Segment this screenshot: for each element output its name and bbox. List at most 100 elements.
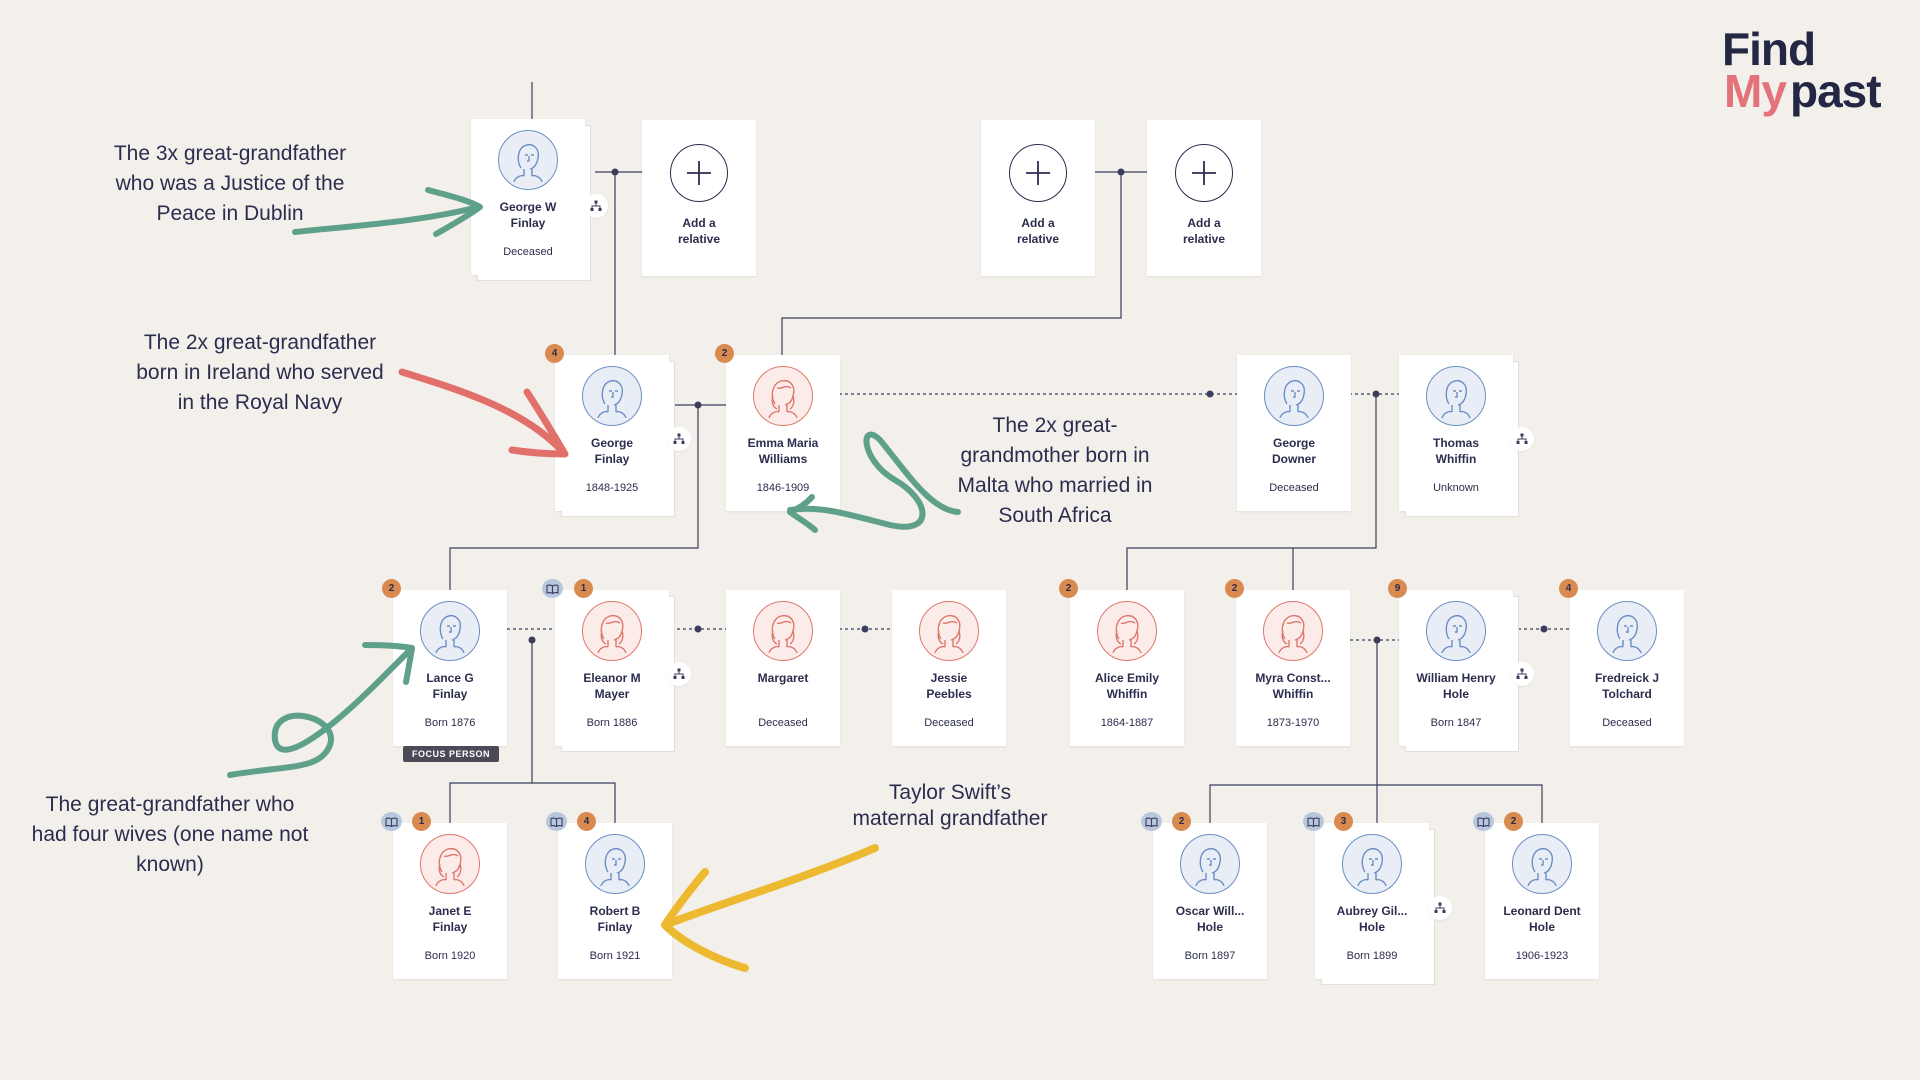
- book-icon[interactable]: [381, 812, 402, 831]
- annotation-malta: The 2x great- grandmother born in Malta …: [957, 414, 1153, 527]
- male-avatar-icon: [585, 834, 645, 894]
- person-dates: Deceased: [924, 717, 974, 729]
- record-count-badge[interactable]: 1: [574, 579, 593, 598]
- plus-icon: [670, 144, 728, 202]
- family-tree-icon[interactable]: [584, 194, 608, 218]
- person-dates: 1848-1925: [585, 482, 639, 494]
- record-count-badge[interactable]: 4: [577, 812, 596, 831]
- person-name: Eleanor M Mayer: [583, 671, 641, 701]
- record-count-badge[interactable]: 2: [715, 344, 734, 363]
- person-dates: Born 1886: [586, 717, 638, 729]
- record-count-badge[interactable]: 2: [382, 579, 401, 598]
- person-dates: Born 1897: [1184, 950, 1236, 962]
- person-dates: Born 1921: [589, 950, 641, 962]
- person-name: Aubrey Gil... Hole: [1336, 904, 1408, 934]
- book-icon[interactable]: [1141, 812, 1162, 831]
- record-count-badge[interactable]: 2: [1504, 812, 1523, 831]
- person-dates: Deceased: [758, 717, 808, 729]
- person-dates: Unknown: [1433, 482, 1479, 494]
- person-name: Emma Maria Williams: [747, 436, 819, 466]
- person-card-leonard-hole[interactable]: Leonard Dent Hole 1906-1923: [1485, 823, 1599, 979]
- add-relative-card-1[interactable]: Add a relative: [642, 120, 756, 276]
- book-icon[interactable]: [546, 812, 567, 831]
- person-card-thomas-whiffin[interactable]: Thomas Whiffin Unknown: [1399, 355, 1513, 511]
- add-relative-label: Add a relative: [677, 216, 721, 246]
- record-count-badge[interactable]: 4: [1559, 579, 1578, 598]
- annotation-justice: The 3x great-grandfather who was a Justi…: [113, 142, 347, 225]
- female-avatar-icon: [1263, 601, 1323, 661]
- male-avatar-icon: [1264, 366, 1324, 426]
- person-card-robert-b-finlay[interactable]: Robert B Finlay Born 1921: [558, 823, 672, 979]
- record-count-badge[interactable]: 4: [545, 344, 564, 363]
- yellow-arrow-swift: [661, 844, 879, 929]
- person-name: Janet E Finlay: [428, 904, 472, 934]
- person-card-george-downer[interactable]: George Downer Deceased: [1237, 355, 1351, 511]
- record-count-badge[interactable]: 2: [1059, 579, 1078, 598]
- person-card-george-finlay[interactable]: George Finlay 1848-1925: [555, 355, 669, 511]
- add-relative-card-3[interactable]: Add a relative: [1147, 120, 1261, 276]
- female-avatar-icon: [582, 601, 642, 661]
- person-card-oscar-hole[interactable]: Oscar Will... Hole Born 1897: [1153, 823, 1267, 979]
- family-tree-icon[interactable]: [667, 427, 691, 451]
- person-card-lance-g-finlay[interactable]: Lance G Finlay Born 1876: [393, 590, 507, 746]
- male-avatar-icon: [498, 130, 558, 190]
- person-card-jessie-peebles[interactable]: Jessie Peebles Deceased: [892, 590, 1006, 746]
- person-card-margaret[interactable]: Margaret Deceased: [726, 590, 840, 746]
- book-icon[interactable]: [542, 579, 563, 598]
- person-name: George Downer: [1271, 436, 1316, 466]
- person-name: Fredreick J Tolchard: [1594, 671, 1660, 701]
- person-dates: Born 1920: [424, 950, 476, 962]
- family-tree-icon[interactable]: [1510, 662, 1534, 686]
- family-tree-icon[interactable]: [667, 662, 691, 686]
- green-arrow-wives: [227, 647, 413, 778]
- person-name: William Henry Hole: [1416, 671, 1496, 701]
- family-tree-icon[interactable]: [1510, 427, 1534, 451]
- person-card-fredreick-tolchard[interactable]: Fredreick J Tolchard Deceased: [1570, 590, 1684, 746]
- person-dates: Deceased: [1269, 482, 1319, 494]
- book-icon[interactable]: [1473, 812, 1494, 831]
- person-name: Leonard Dent Hole: [1503, 904, 1581, 934]
- record-count-badge[interactable]: 9: [1388, 579, 1407, 598]
- person-dates: 1864-1887: [1100, 717, 1154, 729]
- record-count-badge[interactable]: 1: [412, 812, 431, 831]
- logo-my: My: [1724, 65, 1787, 117]
- person-name: Alice Emily Whiffin: [1094, 671, 1160, 701]
- book-icon[interactable]: [1303, 812, 1324, 831]
- person-card-emma-maria-williams[interactable]: Emma Maria Williams 1846-1909: [726, 355, 840, 511]
- record-count-badge[interactable]: 2: [1225, 579, 1244, 598]
- annotation-navy: The 2x great-grandfather born in Ireland…: [136, 331, 384, 414]
- person-name: Oscar Will... Hole: [1175, 904, 1245, 934]
- findmypast-logo[interactable]: Find My past: [1722, 22, 1902, 122]
- male-avatar-icon: [420, 601, 480, 661]
- add-relative-label: Add a relative: [1182, 216, 1226, 246]
- plus-icon: [1009, 144, 1067, 202]
- family-tree-icon[interactable]: [1428, 896, 1452, 920]
- female-avatar-icon: [753, 601, 813, 661]
- record-count-badge[interactable]: 2: [1172, 812, 1191, 831]
- person-name: George Finlay: [590, 436, 633, 466]
- person-name: Margaret: [757, 671, 809, 685]
- person-card-janet-e-finlay[interactable]: Janet E Finlay Born 1920: [393, 823, 507, 979]
- person-dates: Born 1876: [424, 717, 476, 729]
- person-card-eleanor-m-mayer[interactable]: Eleanor M Mayer Born 1886: [555, 590, 669, 746]
- person-card-myra-whiffin[interactable]: Myra Const... Whiffin 1873-1970: [1236, 590, 1350, 746]
- person-dates: Born 1847: [1430, 717, 1482, 729]
- male-avatar-icon: [1597, 601, 1657, 661]
- female-avatar-icon: [420, 834, 480, 894]
- record-count-badge[interactable]: 3: [1334, 812, 1353, 831]
- person-card-william-henry-hole[interactable]: William Henry Hole Born 1847: [1399, 590, 1513, 746]
- person-card-aubrey-hole[interactable]: Aubrey Gil... Hole Born 1899: [1315, 823, 1429, 979]
- person-dates: Born 1899: [1346, 950, 1398, 962]
- person-card-george-w-finlay[interactable]: George W Finlay Deceased: [471, 119, 585, 275]
- person-name: Lance G Finlay: [426, 671, 474, 701]
- person-dates: Deceased: [1602, 717, 1652, 729]
- red-arrow-navy: [398, 368, 567, 456]
- logo-past: past: [1790, 65, 1882, 117]
- add-relative-label: Add a relative: [1016, 216, 1060, 246]
- annotation-swift: Taylor Swift’s maternal grandfather: [852, 781, 1048, 830]
- plus-icon: [1175, 144, 1233, 202]
- add-relative-card-2[interactable]: Add a relative: [981, 120, 1095, 276]
- person-name: Robert B Finlay: [589, 904, 641, 934]
- person-card-alice-emily-whiffin[interactable]: Alice Emily Whiffin 1864-1887: [1070, 590, 1184, 746]
- female-avatar-icon: [919, 601, 979, 661]
